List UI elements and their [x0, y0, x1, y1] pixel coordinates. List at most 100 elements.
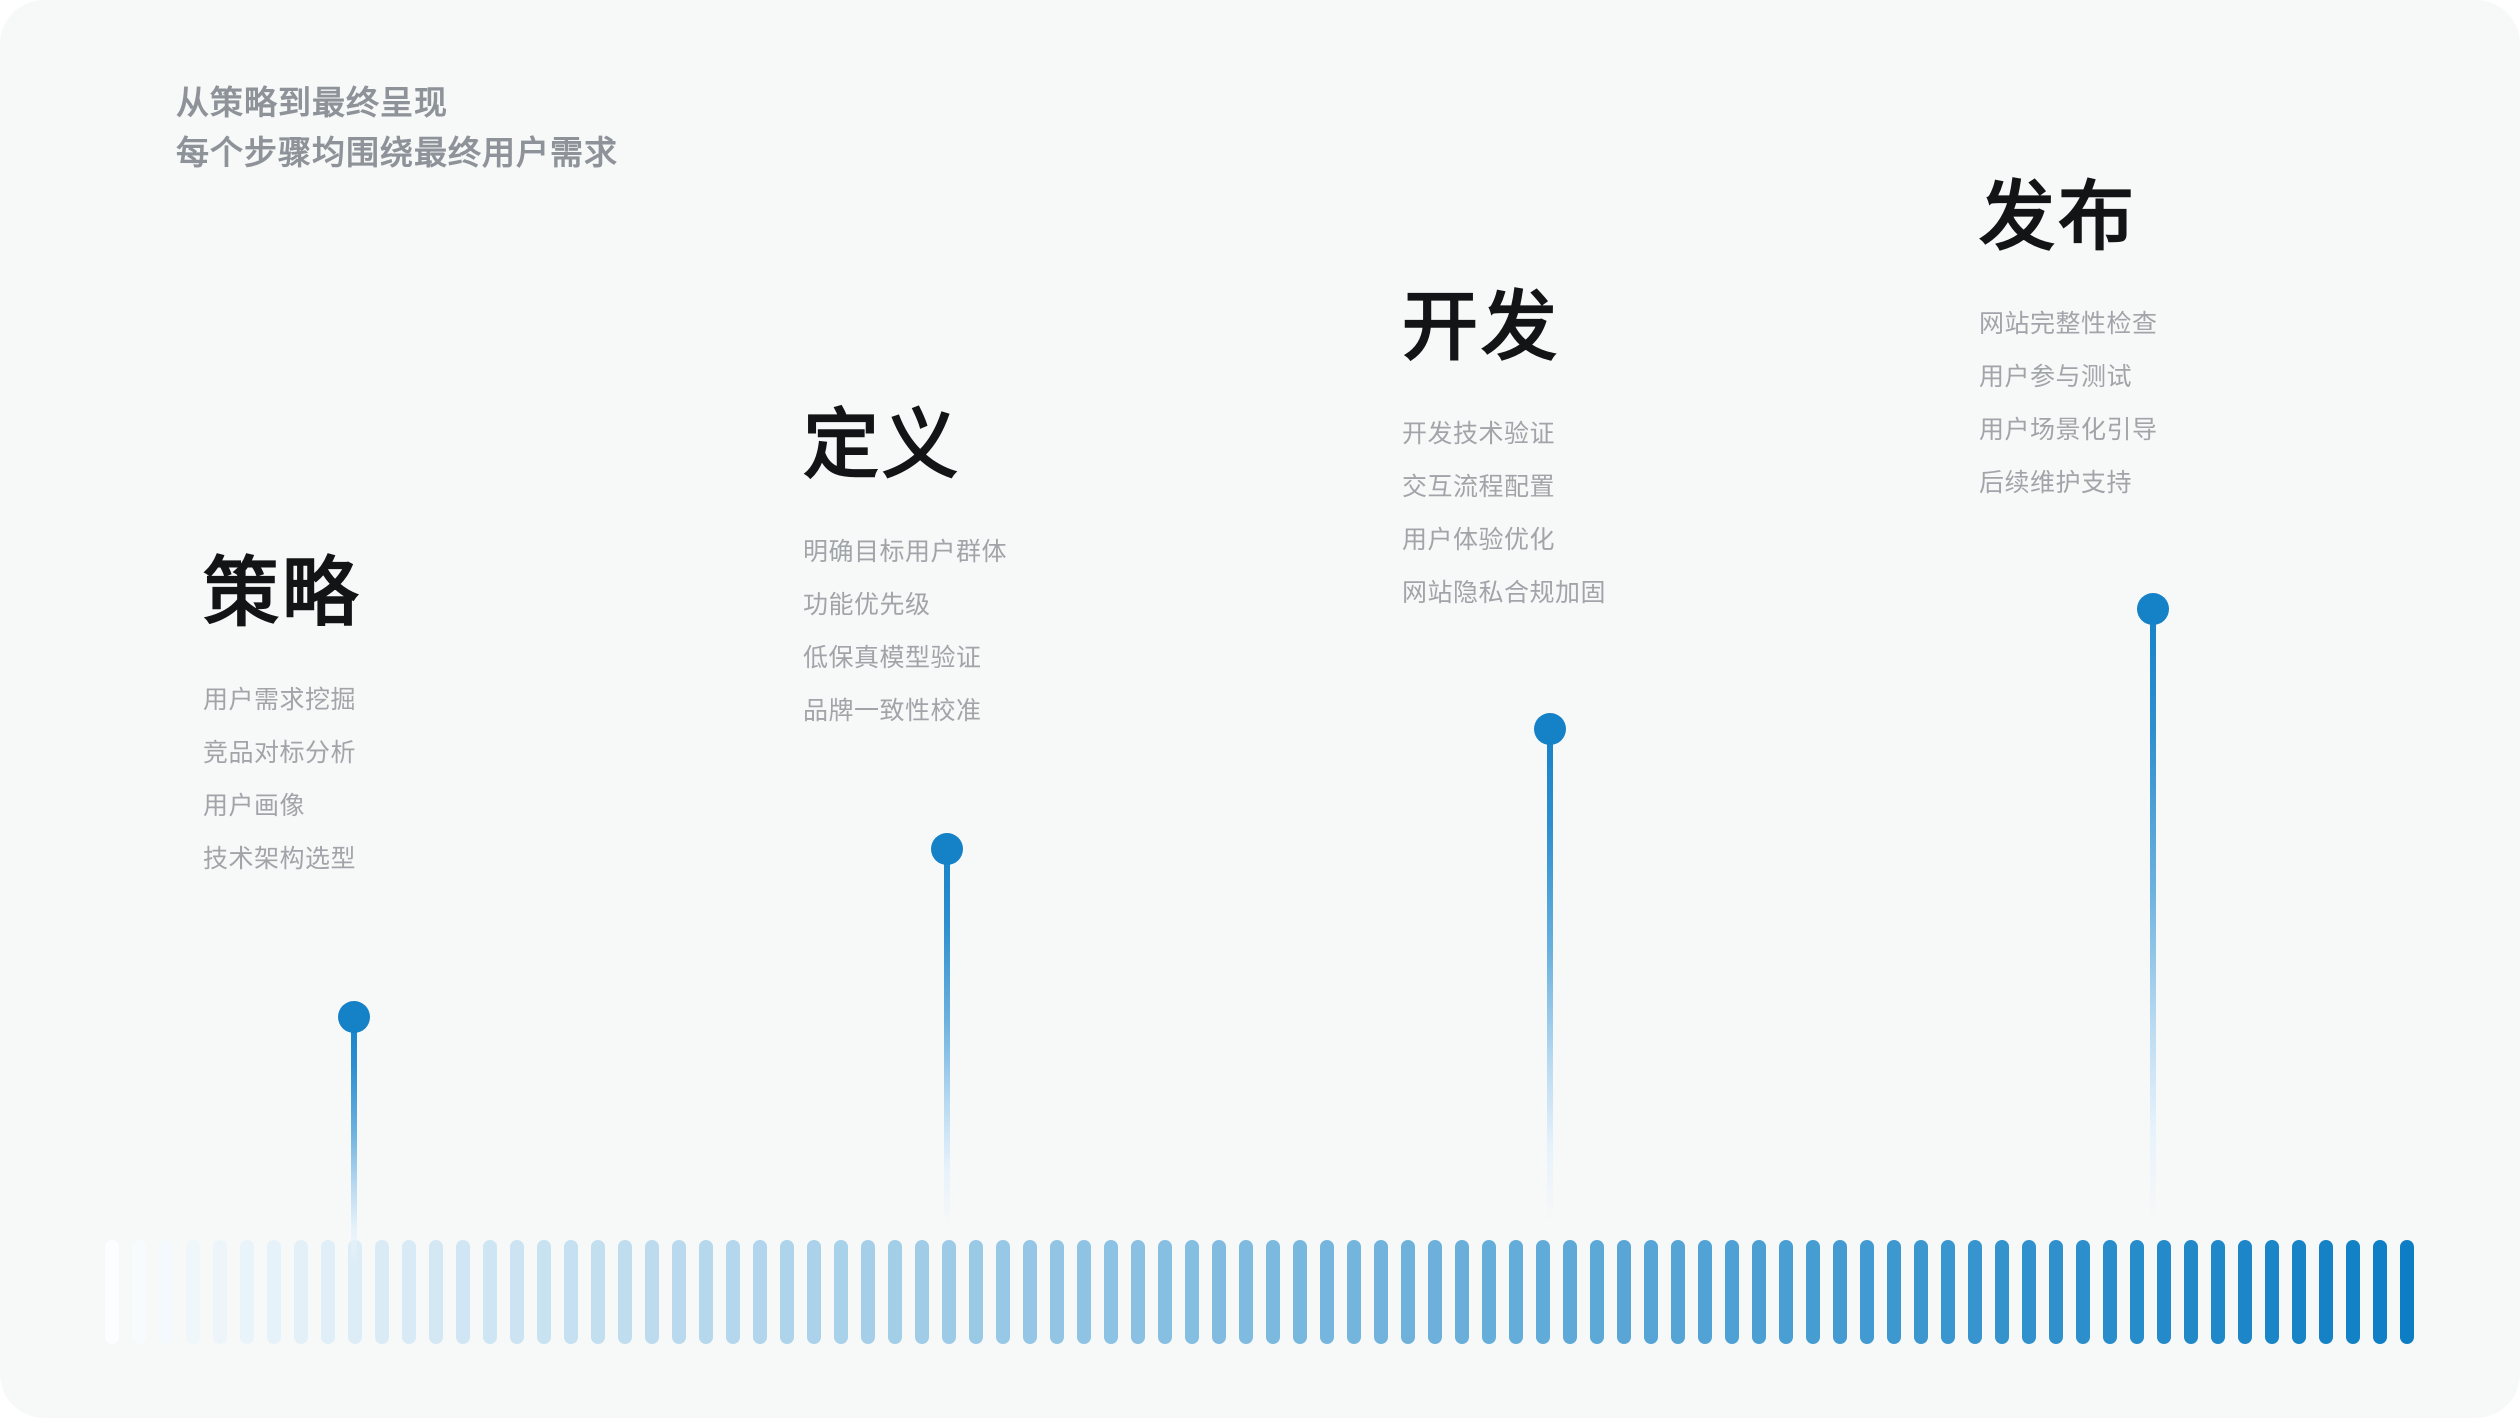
gradient-bar: [267, 1240, 281, 1344]
gradient-bar: [2238, 1240, 2252, 1344]
list-item: 网站隐私合规加固: [1402, 579, 1607, 607]
gradient-bar: [861, 1240, 875, 1344]
gradient-bar: [321, 1240, 335, 1344]
gradient-bar: [1428, 1240, 1442, 1344]
gradient-bar: [2157, 1240, 2171, 1344]
gradient-bar: [1644, 1240, 1658, 1344]
gradient-bar: [1374, 1240, 1388, 1344]
gradient-bar: [159, 1240, 173, 1344]
gradient-bar: [537, 1240, 551, 1344]
gradient-bar: [2130, 1240, 2144, 1344]
gradient-bar: [1212, 1240, 1226, 1344]
list-item: 用户需求挖掘: [203, 686, 357, 714]
header-block: 从策略到最终呈现 每个步骤均围绕最终用户需求: [176, 78, 1176, 178]
gradient-bar: [1536, 1240, 1550, 1344]
gradient-bar: [699, 1240, 713, 1344]
list-item: 低保真模型验证: [803, 644, 982, 672]
milestone-item-list: 明确目标用户群体功能优先级低保真模型验证品牌一致性校准: [803, 526, 1007, 738]
gradient-bar: [456, 1240, 470, 1344]
gradient-bar: [1023, 1240, 1037, 1344]
list-item: 功能优先级: [803, 591, 931, 619]
gradient-bar: [213, 1240, 227, 1344]
milestone-title: 开发: [1402, 285, 1560, 370]
gradient-bar: [1779, 1240, 1793, 1344]
gradient-bar: [1509, 1240, 1523, 1344]
gradient-bar: [429, 1240, 443, 1344]
milestone-title: 定义: [803, 403, 961, 488]
list-item: 用户场景化引导: [1979, 416, 2158, 444]
milestone-dot-icon[interactable]: [931, 833, 963, 865]
gradient-bar: [1320, 1240, 1334, 1344]
milestone-item-list: 网站完整性检查用户参与测试用户场景化引导后续维护支持: [1979, 298, 2158, 510]
gradient-bar: [1698, 1240, 1712, 1344]
gradient-bar: [1860, 1240, 1874, 1344]
list-item: 网站完整性检查: [1979, 310, 2158, 338]
gradient-bar: [1131, 1240, 1145, 1344]
gradient-bar: [483, 1240, 497, 1344]
list-item: 竞品对标分析: [203, 739, 357, 767]
gradient-bar: [672, 1240, 686, 1344]
gradient-bar: [969, 1240, 983, 1344]
gradient-bar: [1185, 1240, 1199, 1344]
list-item: 用户画像: [203, 792, 306, 820]
gradient-bar: [402, 1240, 416, 1344]
gradient-bar: [2346, 1240, 2360, 1344]
gradient-bar: [1914, 1240, 1928, 1344]
gradient-bar: [2076, 1240, 2090, 1344]
gradient-bar: [186, 1240, 200, 1344]
gradient-bar: [294, 1240, 308, 1344]
gradient-bar: [996, 1240, 1010, 1344]
list-item: 品牌一致性校准: [803, 697, 982, 725]
gradient-bar: [2184, 1240, 2198, 1344]
gradient-bar: [1563, 1240, 1577, 1344]
gradient-bar: [2400, 1240, 2414, 1344]
gradient-bar: [375, 1240, 389, 1344]
gradient-bar: [105, 1240, 119, 1344]
milestone-stem-line: [2150, 609, 2156, 1219]
gradient-bar: [1266, 1240, 1280, 1344]
milestone-dot-icon[interactable]: [1534, 713, 1566, 745]
milestone-block-1: 策略用户需求挖掘竞品对标分析用户画像技术架构选型: [203, 548, 361, 886]
list-item: 开发技术验证: [1402, 420, 1556, 448]
gradient-bar: [834, 1240, 848, 1344]
list-item: 技术架构选型: [203, 845, 357, 873]
gradient-bar: [2292, 1240, 2306, 1344]
gradient-bar: [1887, 1240, 1901, 1344]
gradient-bar: [564, 1240, 578, 1344]
milestone-item-list: 用户需求挖掘竞品对标分析用户画像技术架构选型: [203, 674, 361, 886]
milestone-block-2: 定义明确目标用户群体功能优先级低保真模型验证品牌一致性校准: [803, 400, 1007, 738]
gradient-bar: [1293, 1240, 1307, 1344]
list-item: 用户参与测试: [1979, 363, 2133, 391]
milestone-title: 策略: [203, 551, 361, 636]
gradient-bar: [1158, 1240, 1172, 1344]
gradient-bar: [1806, 1240, 1820, 1344]
gradient-bar: [2211, 1240, 2225, 1344]
gradient-bar-strip: [105, 1240, 2427, 1344]
gradient-bar: [726, 1240, 740, 1344]
gradient-bar: [1725, 1240, 1739, 1344]
gradient-bar: [2319, 1240, 2333, 1344]
gradient-bar: [1590, 1240, 1604, 1344]
milestone-block-3: 开发开发技术验证交互流程配置用户体验优化网站隐私合规加固: [1402, 282, 1606, 620]
gradient-bar: [780, 1240, 794, 1344]
gradient-bar: [618, 1240, 632, 1344]
gradient-bar: [2049, 1240, 2063, 1344]
milestone-item-list: 开发技术验证交互流程配置用户体验优化网站隐私合规加固: [1402, 408, 1606, 620]
list-item: 后续维护支持: [1979, 469, 2133, 497]
gradient-bar: [591, 1240, 605, 1344]
gradient-bar: [1671, 1240, 1685, 1344]
gradient-bar: [645, 1240, 659, 1344]
gradient-bar: [888, 1240, 902, 1344]
gradient-bar: [2103, 1240, 2117, 1344]
gradient-bar: [942, 1240, 956, 1344]
milestone-dot-icon[interactable]: [2137, 593, 2169, 625]
list-item: 交互流程配置: [1402, 473, 1556, 501]
gradient-bar: [240, 1240, 254, 1344]
milestone-dot-icon[interactable]: [338, 1001, 370, 1033]
gradient-bar: [1050, 1240, 1064, 1344]
gradient-bar: [1833, 1240, 1847, 1344]
gradient-bar: [1482, 1240, 1496, 1344]
gradient-bar: [2373, 1240, 2387, 1344]
gradient-bar: [2022, 1240, 2036, 1344]
